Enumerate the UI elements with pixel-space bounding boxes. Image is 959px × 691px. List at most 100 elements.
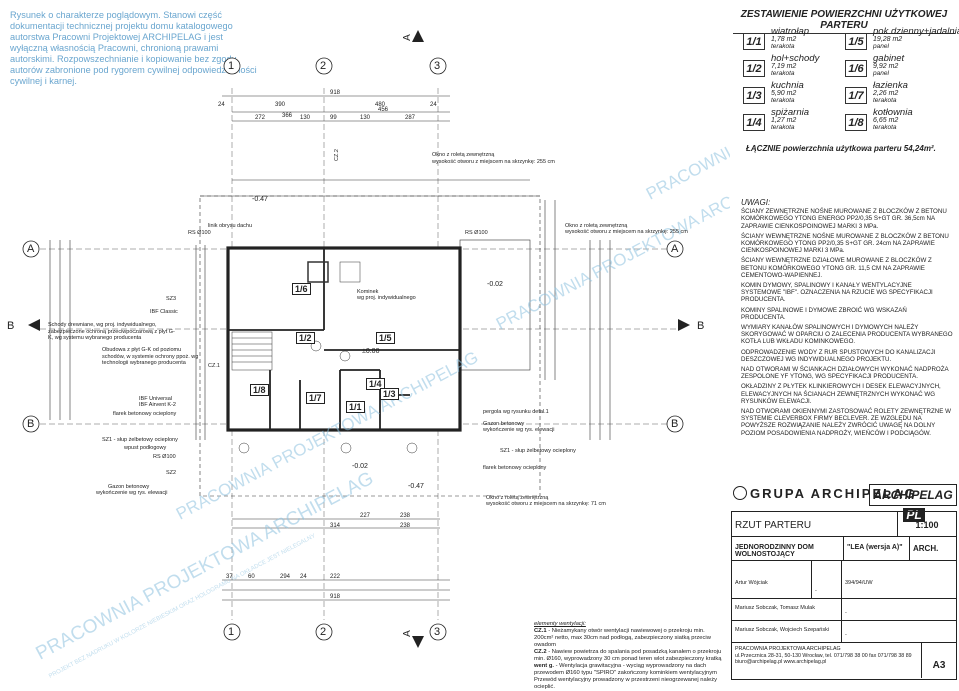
watermark-sub: PROJEKT BEZ NADRUKU W KOLORZE NIEBIESKIM… — [48, 533, 316, 680]
plan-room-1-4: 1/4 — [366, 378, 385, 390]
tb-office-email[interactable]: biuro@archipelag.pl www.archipelag.pl — [735, 659, 827, 665]
ibf3-label: IBF Airvent K-2 — [139, 402, 176, 408]
note-item: KOMIN DYMOWY, SPALINOWY I KANAŁY WENTYLA… — [741, 282, 933, 304]
dim-top-918: 918 — [330, 90, 341, 96]
room-material: panel — [873, 43, 889, 50]
logo-right-text: ARCHIPELAG — [873, 488, 953, 502]
logo-circle-icon — [733, 486, 747, 500]
okno1-desc: wysokość otworu z miejscem na skrzynkę: … — [432, 159, 555, 165]
rs-label-2: RS Ø100 — [465, 230, 488, 236]
room-entry: 1/6 gabinet 9,92 m2 panel — [845, 53, 953, 77]
legend-value: - Wentylacja grawitacyjna - wyciąg wypro… — [534, 663, 718, 690]
room-name: hol+schody — [771, 53, 820, 64]
room-name: wiatrołap — [771, 26, 810, 37]
okno3-label: Okno z roletą zewnętrzną — [486, 495, 549, 501]
legend-key: CZ.2 — [534, 649, 547, 655]
sz3-label: SZ3 — [166, 296, 177, 302]
axis-label-b2-right: B — [671, 418, 679, 430]
room-number: 1/3 — [743, 87, 765, 104]
flarek-label: flarek betonowy ocieplony — [113, 411, 177, 417]
tb-person2: Mariusz Sobczak, Tomasz Mulak — [732, 598, 842, 620]
legend-key: CZ.1 — [534, 628, 547, 634]
tb-row-drawing: RZUT PARTERU 1:100 — [732, 512, 956, 537]
room-name: łazienka — [873, 80, 908, 91]
level-c: ±0.00 — [362, 348, 380, 355]
tb-office-name: PRACOWNIA PROJEKTOWA ARCHIPELAG — [735, 646, 841, 652]
dim-bot-238: 238 — [400, 523, 411, 529]
room-number: 1/6 — [845, 60, 867, 77]
kominek-label: Kominek — [357, 289, 379, 295]
dim-bot-918: 918 — [330, 594, 341, 600]
room-area: 1,27 m2 — [771, 117, 797, 124]
grupa-archipelag-logo: GRUPA ARCHIPELAG — [733, 486, 917, 501]
room-name: pok.dzienny+jadalnia — [873, 26, 959, 37]
note-item: WYMIARY KANAŁÓW SPALINOWYCH I DYMOWYCH N… — [741, 324, 953, 346]
dim-bot-314: 314 — [330, 523, 341, 529]
room-entry: 1/5 pok.dzienny+jadalnia 19,28 m2 panel — [845, 26, 959, 50]
room-material: terakota — [873, 124, 897, 131]
dim-bot-60: 60 — [248, 574, 255, 580]
room-material: terakota — [771, 70, 795, 77]
tb-row-person3: Mariusz Sobczak, Wojciech Szepański - — [732, 620, 956, 643]
note-item: ŚCIANY ZEWNĘTRZNE NOŚNE MUROWANE Z BLOCZ… — [741, 208, 947, 230]
gazon-left-desc: wykończenie wg rys. elewacji — [96, 490, 168, 496]
room-area: 9,92 m2 — [873, 63, 899, 70]
cz1-label: CZ.1 — [208, 363, 220, 369]
legend-key: went g. — [534, 663, 554, 669]
room-entry: 1/4 spiżarnia 1,27 m2 terakota — [743, 107, 851, 131]
dim-top-99: 99 — [330, 115, 337, 121]
room-entry: 1/1 wiatrołap 1,78 m2 terakota — [743, 26, 851, 50]
archipelag-pl-logo: ARCHIPELAG PL — [869, 484, 957, 522]
room-area: 6,65 m2 — [873, 117, 899, 124]
room-name: kuchnia — [771, 80, 804, 91]
legend-item: went g. - Wentylacja grawitacyjna - wyci… — [534, 663, 724, 691]
title-block: RZUT PARTERU 1:100 JEDNORODZINNY DOM WOL… — [731, 511, 957, 680]
dim-top-390: 390 — [275, 102, 286, 108]
section-label-top: A — [401, 34, 413, 41]
disclaimer-text: Rysunek o charakterze poglądowym. Stanow… — [10, 10, 257, 86]
tb-project: JEDNORODZINNY DOM WOLNOSTOJĄCY — [732, 536, 844, 560]
dim-top-456: 456 — [378, 107, 389, 113]
plan-room-1-5: 1/5 — [376, 332, 395, 344]
pergola-label: pergola wg rysunku detal.1 — [483, 409, 549, 415]
axis-label-1: 1 — [228, 60, 235, 72]
obudowa-note: Obudowa z płyt G-K od poziomu schodów, w… — [102, 347, 199, 366]
legend-item: CZ.2 - Nawiew powietrza do spalania pod … — [534, 649, 724, 663]
plan-room-1-6: 1/6 — [292, 283, 311, 295]
area-schedule-title: ZESTAWIENIE POWIERZCHNI UŻYTKOWEJ PARTER… — [733, 9, 955, 34]
tb-branch: ARCH. — [913, 544, 939, 553]
ventilation-legend: elementy wentylacji: CZ.1 - Nieżamykany … — [534, 621, 724, 691]
room-entry: 1/8 kotłownia 6,65 m2 terakota — [845, 107, 953, 131]
total-area: ŁĄCZNIE powierzchnia użytkowa parteru 54… — [746, 144, 936, 153]
tb-row-project: JEDNORODZINNY DOM WOLNOSTOJĄCY "LEA (wer… — [732, 536, 956, 561]
watermark-main-4: PRACOWNIA PROJEKTOWA ARCHIPELAG — [643, 28, 730, 204]
dim-top-130b: 130 — [360, 115, 371, 121]
axis-label-b-left: B — [7, 320, 15, 332]
dim-top-272: 272 — [255, 115, 266, 121]
dim-bot-24: 24 — [300, 574, 307, 580]
room-material: terakota — [771, 97, 795, 104]
level-e: -0.47 — [408, 483, 424, 490]
tb-office: PRACOWNIA PROJEKTOWA ARCHIPELAG ul.Przec… — [732, 642, 922, 678]
legend-item: CZ.1 - Nieżamykany otwór wentylacji nawi… — [534, 628, 724, 649]
room-material: panel — [873, 70, 889, 77]
axis-label-b2-left: B — [27, 418, 35, 430]
ibf-label: IBF Classic — [150, 309, 178, 315]
tb-row-person2: Mariusz Sobczak, Tomasz Mulak - — [732, 598, 956, 621]
plan-room-1-1: 1/1 — [346, 401, 365, 413]
level-d: -0.02 — [352, 463, 368, 470]
note-item: ŚCIANY WEWNĘTRZNE NOŚNE MUROWANE Z BLOCZ… — [741, 232, 949, 255]
okno3-desc: wysokość otworu z miejscem na skrzynkę: … — [486, 501, 606, 507]
room-number: 1/8 — [845, 114, 867, 131]
dim-bot-37: 37 — [226, 574, 233, 580]
rs-label-1: RS Ø100 — [188, 230, 211, 236]
dim-bot-294: 294 — [280, 574, 291, 580]
room-entry: 1/7 łazienka 2,26 m2 terakota — [845, 80, 953, 104]
room-number: 1/7 — [845, 87, 867, 104]
tb-sheet-size: A3 — [932, 660, 946, 671]
dim-top-24b: 24 — [430, 102, 437, 108]
level-a: -0.47 — [252, 196, 268, 203]
axis-label-2: 2 — [320, 60, 327, 72]
tb-person1-b: - — [812, 560, 842, 598]
tb-person1: Artur Wójciak — [732, 560, 812, 598]
